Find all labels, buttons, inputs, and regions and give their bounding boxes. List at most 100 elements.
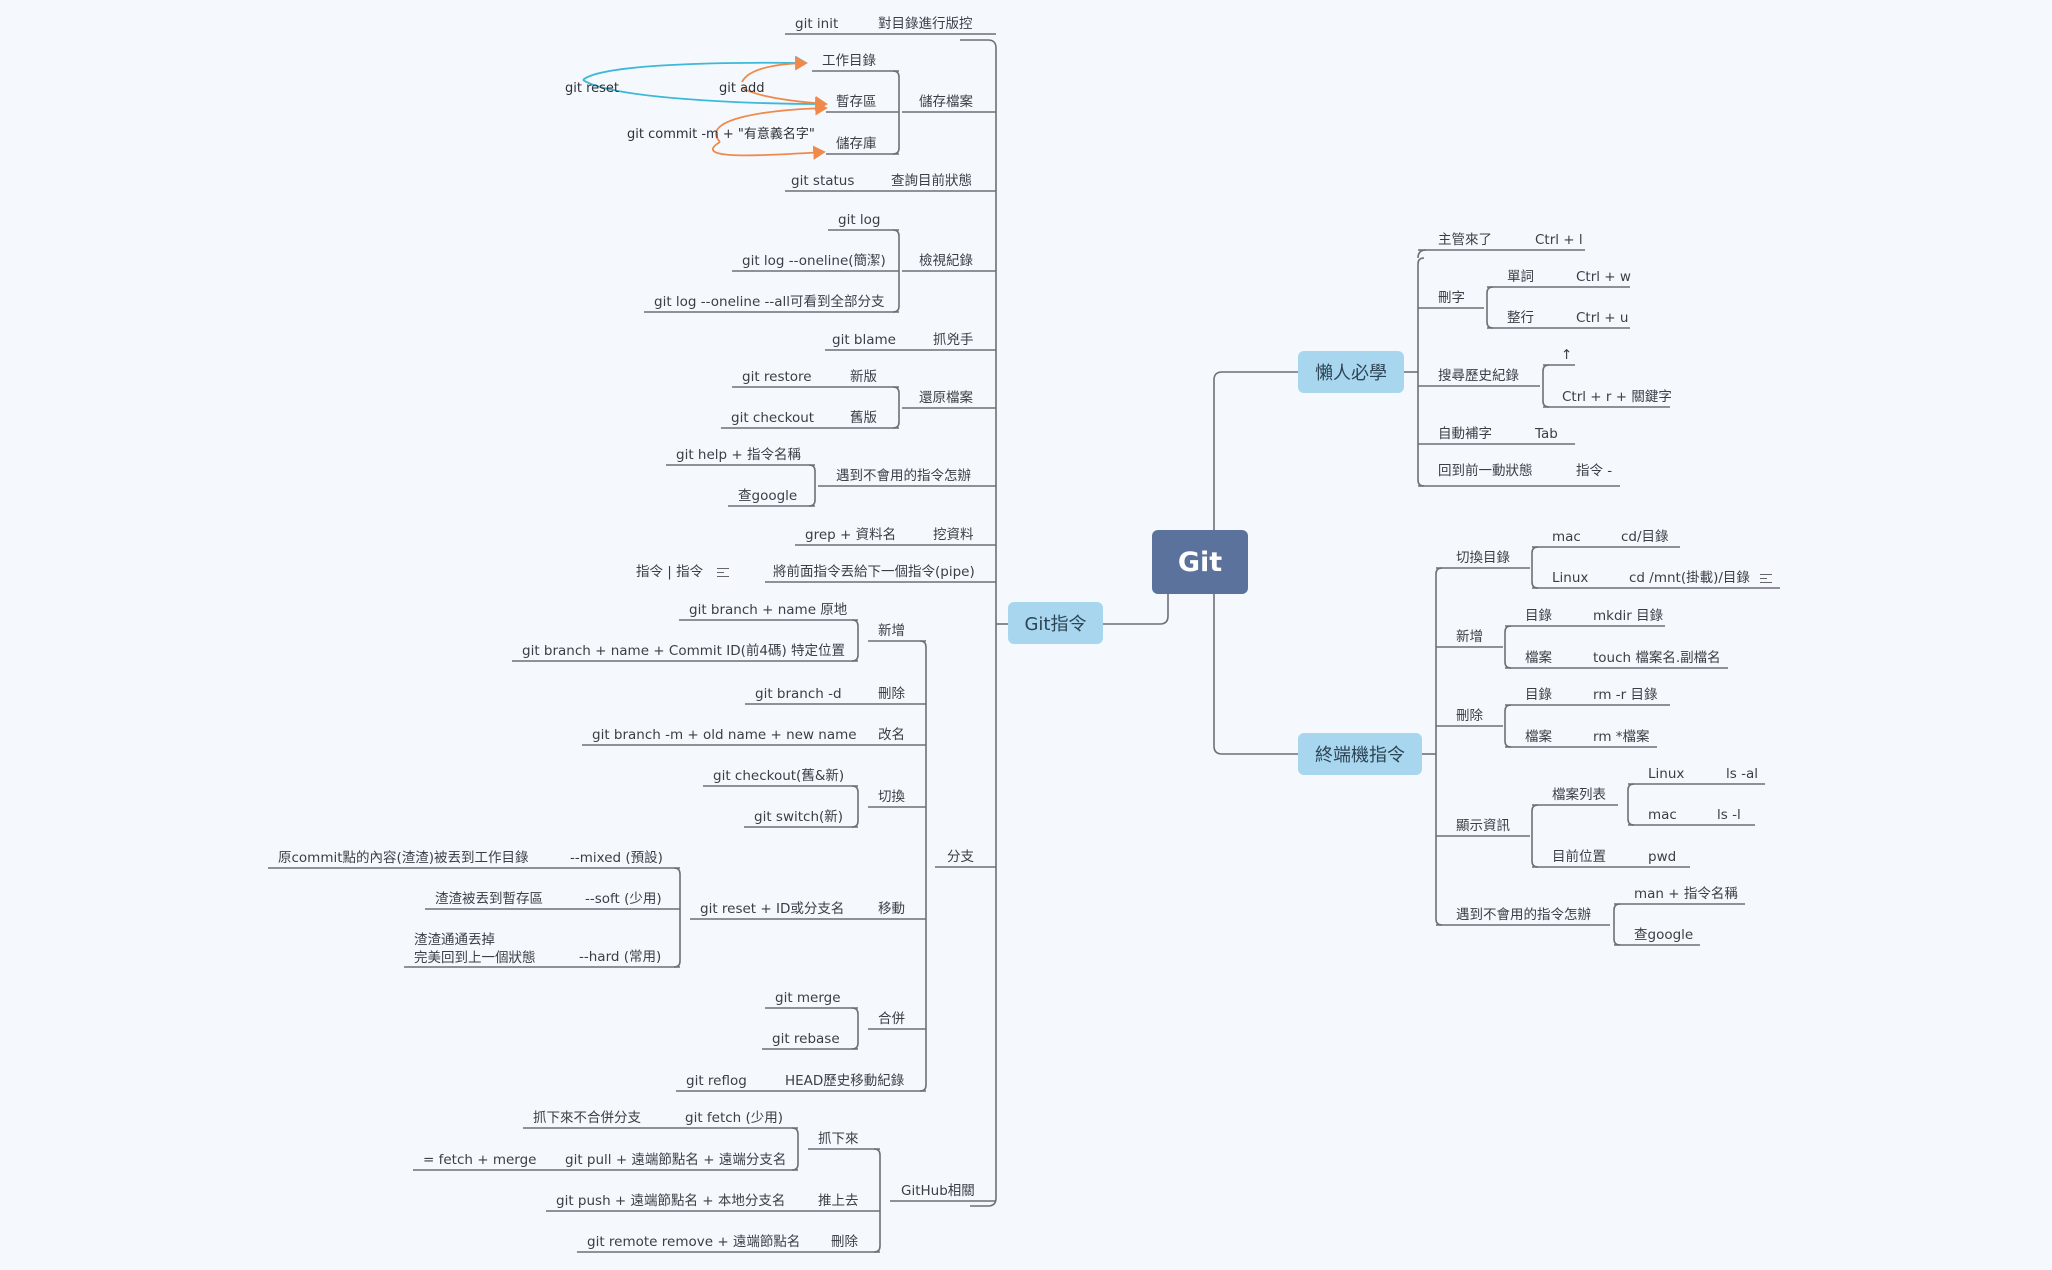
restore-old-label[interactable]: 舊版: [850, 410, 877, 426]
topic-log[interactable]: 檢視紀錄: [919, 253, 973, 269]
topic-init[interactable]: 對目錄進行版控: [878, 16, 973, 32]
cd-linux-cmd[interactable]: cd /mnt(掛載)/目錄: [1629, 570, 1750, 586]
topic-grep[interactable]: 挖資料: [933, 527, 974, 543]
topic-work-dir[interactable]: 工作目錄: [822, 53, 876, 69]
label-git-commit[interactable]: git commit -m + "有意義名字": [627, 127, 815, 142]
label-git-add[interactable]: git add: [719, 81, 765, 96]
topic-help[interactable]: 遇到不會用的指令怎辦: [836, 468, 971, 484]
create-file[interactable]: 檔案: [1525, 650, 1552, 666]
fetch-desc[interactable]: 抓下來不合併分支: [533, 1110, 641, 1126]
create-dir[interactable]: 目錄: [1525, 608, 1552, 624]
autocomplete-key[interactable]: Tab: [1535, 426, 1558, 442]
main-topic-terminal-commands[interactable]: 終端機指令: [1298, 733, 1422, 775]
topic-history[interactable]: 搜尋歷史紀錄: [1438, 368, 1519, 384]
topic-stage[interactable]: 暫存區: [836, 94, 877, 110]
delete-dir[interactable]: 目錄: [1525, 687, 1552, 703]
topic-pipe[interactable]: 將前面指令丟給下一個指令(pipe): [773, 564, 975, 580]
topic-repo[interactable]: 儲存庫: [836, 136, 877, 152]
topic-term-help[interactable]: 遇到不會用的指令怎辦: [1456, 907, 1591, 923]
branch-add-item-2[interactable]: git branch + name + Commit ID(前4碼) 特定位置: [522, 643, 846, 659]
move-hard[interactable]: --hard (常用): [579, 949, 662, 965]
help-item-1[interactable]: git help + 指令名稱: [676, 447, 801, 463]
topic-grep-cmd[interactable]: grep + 資料名: [805, 527, 897, 543]
move-hard-desc[interactable]: 渣渣通通丟掉 完美回到上一個狀態: [414, 932, 536, 966]
label-git-reset[interactable]: git reset: [565, 81, 620, 96]
topic-branch-add[interactable]: 新增: [878, 623, 905, 639]
restore-new-cmd[interactable]: git restore: [742, 369, 812, 385]
main-topic-lazy-must-learn[interactable]: 懶人必學: [1298, 351, 1404, 393]
topic-branch[interactable]: 分支: [947, 849, 974, 865]
topic-github-remove[interactable]: 刪除: [831, 1234, 858, 1250]
delete-word-key[interactable]: Ctrl + w: [1576, 269, 1631, 285]
topic-github-fetch[interactable]: 抓下來: [818, 1131, 859, 1147]
main-topic-git-commands[interactable]: Git指令: [1008, 602, 1103, 644]
topic-branch-rename[interactable]: 改名: [878, 727, 905, 743]
topic-branch-move[interactable]: 移動: [878, 901, 905, 917]
move-mixed-desc[interactable]: 原commit點的內容(渣渣)被丟到工作目錄: [278, 850, 529, 866]
topic-change-dir[interactable]: 切換目錄: [1456, 550, 1510, 566]
info-current-pos[interactable]: 目前位置: [1552, 849, 1606, 865]
help-item-2[interactable]: 查google: [738, 488, 798, 504]
info-mac[interactable]: mac: [1648, 807, 1677, 823]
info-file-list[interactable]: 檔案列表: [1552, 787, 1606, 803]
topic-restore[interactable]: 還原檔案: [919, 390, 973, 406]
topic-blame-cmd[interactable]: git blame: [832, 332, 896, 348]
log-item-1[interactable]: git log: [838, 212, 881, 228]
topic-status[interactable]: 查詢目前狀態: [891, 173, 972, 189]
branch-switch-item-2[interactable]: git switch(新): [754, 809, 844, 825]
term-help-item-1[interactable]: man + 指令名稱: [1634, 886, 1738, 902]
move-soft[interactable]: --soft (少用): [585, 891, 662, 907]
reflog-cmd[interactable]: git reflog: [686, 1073, 747, 1089]
topic-branch-switch[interactable]: 切換: [878, 789, 905, 805]
move-soft-desc[interactable]: 渣渣被丟到暫存區: [435, 891, 543, 907]
delete-file-cmd[interactable]: rm *檔案: [1593, 729, 1650, 745]
info-mac-cmd[interactable]: ls -l: [1717, 807, 1741, 823]
topic-reflog[interactable]: HEAD歷史移動紀錄: [785, 1073, 905, 1089]
previous-state-key[interactable]: 指令 -: [1576, 463, 1613, 479]
info-linux-cmd[interactable]: ls -al: [1726, 766, 1758, 782]
delete-file[interactable]: 檔案: [1525, 729, 1552, 745]
topic-status-cmd[interactable]: git status: [791, 173, 855, 189]
remove-cmd[interactable]: git remote remove + 遠端節點名: [587, 1234, 801, 1250]
push-cmd[interactable]: git push + 遠端節點名 + 本地分支名: [556, 1193, 786, 1209]
merge-item-1[interactable]: git merge: [775, 990, 841, 1006]
fetch-cmd[interactable]: git fetch (少用): [685, 1110, 784, 1126]
topic-github-push[interactable]: 推上去: [818, 1193, 859, 1209]
topic-branch-merge[interactable]: 合併: [878, 1011, 905, 1027]
history-search-key[interactable]: Ctrl + r + 關鍵字: [1562, 389, 1672, 405]
topic-delete-word[interactable]: 刪字: [1438, 290, 1465, 306]
topic-init-cmd[interactable]: git init: [795, 16, 839, 32]
branch-switch-item-1[interactable]: git checkout(舊&新): [713, 768, 845, 784]
delete-line-label[interactable]: 整行: [1507, 310, 1534, 326]
pull-cmd[interactable]: git pull + 遠端節點名 + 遠端分支名: [565, 1152, 787, 1168]
log-item-3[interactable]: git log --oneline --all可看到全部分支: [654, 294, 885, 310]
info-linux[interactable]: Linux: [1648, 766, 1685, 782]
delete-dir-cmd[interactable]: rm -r 目錄: [1593, 687, 1658, 703]
term-help-item-2[interactable]: 查google: [1634, 927, 1694, 943]
info-current-pos-cmd[interactable]: pwd: [1648, 849, 1677, 865]
restore-old-cmd[interactable]: git checkout: [731, 410, 815, 426]
delete-line-key[interactable]: Ctrl + u: [1576, 310, 1629, 326]
topic-save[interactable]: 儲存檔案: [919, 94, 973, 110]
boss-key[interactable]: Ctrl + l: [1535, 232, 1583, 248]
topic-term-create[interactable]: 新增: [1456, 629, 1483, 645]
branch-delete-cmd[interactable]: git branch -d: [755, 686, 842, 702]
topic-term-delete[interactable]: 刪除: [1456, 708, 1483, 724]
topic-autocomplete[interactable]: 自動補字: [1438, 426, 1492, 442]
cd-mac[interactable]: mac: [1552, 529, 1581, 545]
topic-blame[interactable]: 抓兇手: [933, 332, 974, 348]
topic-pipe-cmd[interactable]: 指令 | 指令: [636, 564, 704, 580]
topic-boss[interactable]: 主管來了: [1438, 232, 1492, 248]
pull-desc[interactable]: = fetch + merge: [423, 1152, 537, 1168]
history-up-arrow[interactable]: ↑: [1561, 347, 1573, 363]
create-file-cmd[interactable]: touch 檔案名.副檔名: [1593, 650, 1721, 666]
topic-github[interactable]: GitHub相關: [901, 1183, 975, 1199]
move-mixed[interactable]: --mixed (預設): [570, 850, 663, 866]
delete-word-label[interactable]: 單詞: [1507, 269, 1534, 285]
merge-item-2[interactable]: git rebase: [772, 1031, 840, 1047]
branch-add-item-1[interactable]: git branch + name 原地: [689, 602, 848, 618]
branch-move-cmd[interactable]: git reset + ID或分支名: [700, 901, 845, 917]
topic-previous-state[interactable]: 回到前一動狀態: [1438, 463, 1533, 479]
cd-linux[interactable]: Linux: [1552, 570, 1589, 586]
topic-show-info[interactable]: 顯示資訊: [1456, 818, 1510, 834]
